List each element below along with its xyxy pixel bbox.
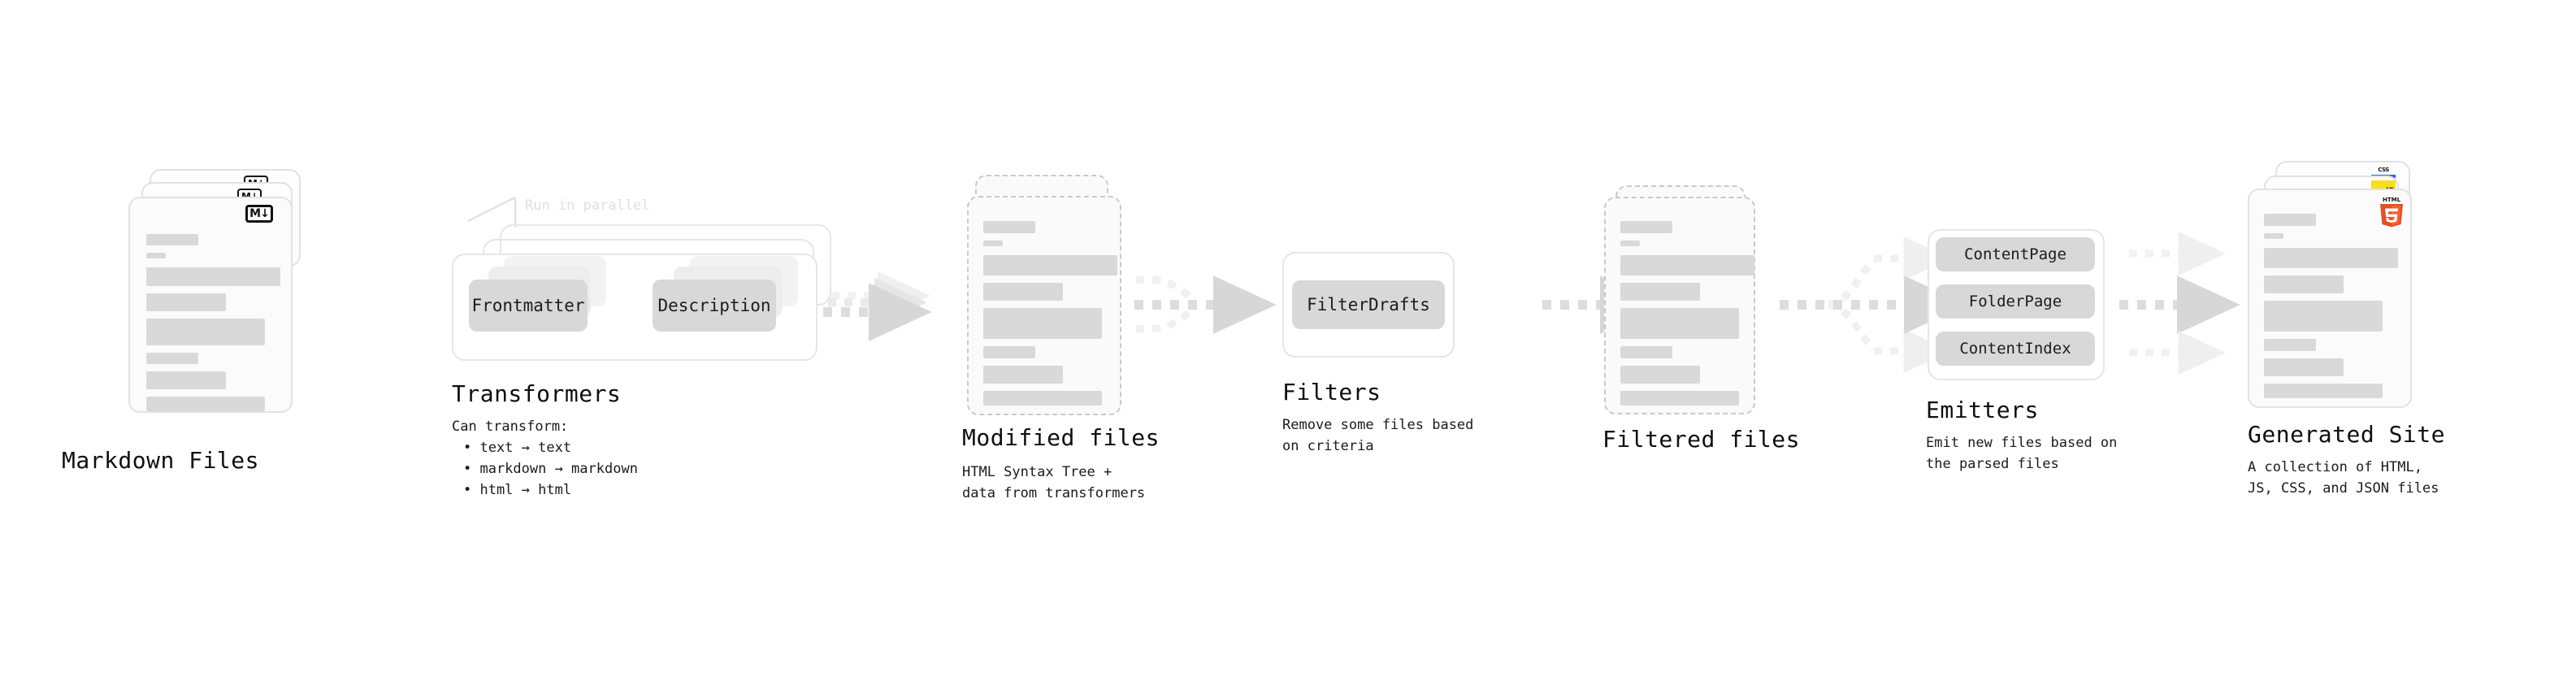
html5-icon: HTML bbox=[2378, 195, 2405, 228]
transformers-subtitle: Can transform: bbox=[452, 419, 569, 435]
svg-text:HTML: HTML bbox=[2383, 197, 2401, 203]
transformers-bullet-0: • text → text bbox=[463, 440, 572, 456]
filterdrafts-chip[interactable]: FilterDrafts bbox=[1292, 280, 1445, 329]
caption-emitters: Emitters bbox=[1926, 397, 2039, 423]
modified-files-subtitle: HTML Syntax Tree + data from transformer… bbox=[962, 464, 1146, 501]
caption-modified-files: Modified files bbox=[962, 424, 1160, 451]
caption-markdown-files: Markdown Files bbox=[62, 447, 260, 474]
frontmatter-chip[interactable]: Frontmatter bbox=[469, 280, 588, 332]
caption-filters: Filters bbox=[1282, 379, 1381, 406]
caption-transformers: Transformers bbox=[452, 380, 622, 407]
emitters-subtitle: Emit new files based on the parsed files bbox=[1926, 435, 2118, 472]
filters-subtitle: Remove some files based on criteria bbox=[1282, 417, 1474, 454]
arrow-transformers-to-modified bbox=[823, 271, 932, 341]
generated-site-subtitle: A collection of HTML, JS, CSS, and JSON … bbox=[2248, 459, 2439, 497]
contentpage-chip[interactable]: ContentPage bbox=[1936, 237, 2095, 271]
run-in-parallel-label: Run in parallel bbox=[525, 197, 650, 214]
markdown-badge-front: M↓ bbox=[245, 205, 273, 223]
transformers-bullet-2: • html → html bbox=[463, 482, 572, 498]
caption-generated-site: Generated Site bbox=[2248, 421, 2446, 448]
folderpage-chip[interactable]: FolderPage bbox=[1936, 284, 2095, 319]
run-in-parallel-bracket bbox=[467, 197, 517, 228]
transformers-bullet-1: • markdown → markdown bbox=[463, 461, 638, 477]
arrow-modified-to-filters bbox=[1134, 275, 1277, 334]
site-file-content-lines bbox=[2264, 214, 2398, 406]
caption-filtered-files: Filtered files bbox=[1602, 426, 1801, 453]
filtered-file-content-lines bbox=[1620, 221, 1754, 413]
description-chip[interactable]: Description bbox=[653, 280, 776, 332]
contentindex-chip[interactable]: ContentIndex bbox=[1936, 332, 2095, 366]
arrow-emitters-to-site bbox=[2119, 232, 2240, 375]
markdown-file-content-lines bbox=[146, 234, 280, 419]
arrow-filtered-to-emitters bbox=[1780, 236, 1967, 373]
transformers-bullet-list: • text → text • markdown → markdown • ht… bbox=[452, 437, 638, 501]
modified-file-content-lines bbox=[983, 221, 1117, 413]
